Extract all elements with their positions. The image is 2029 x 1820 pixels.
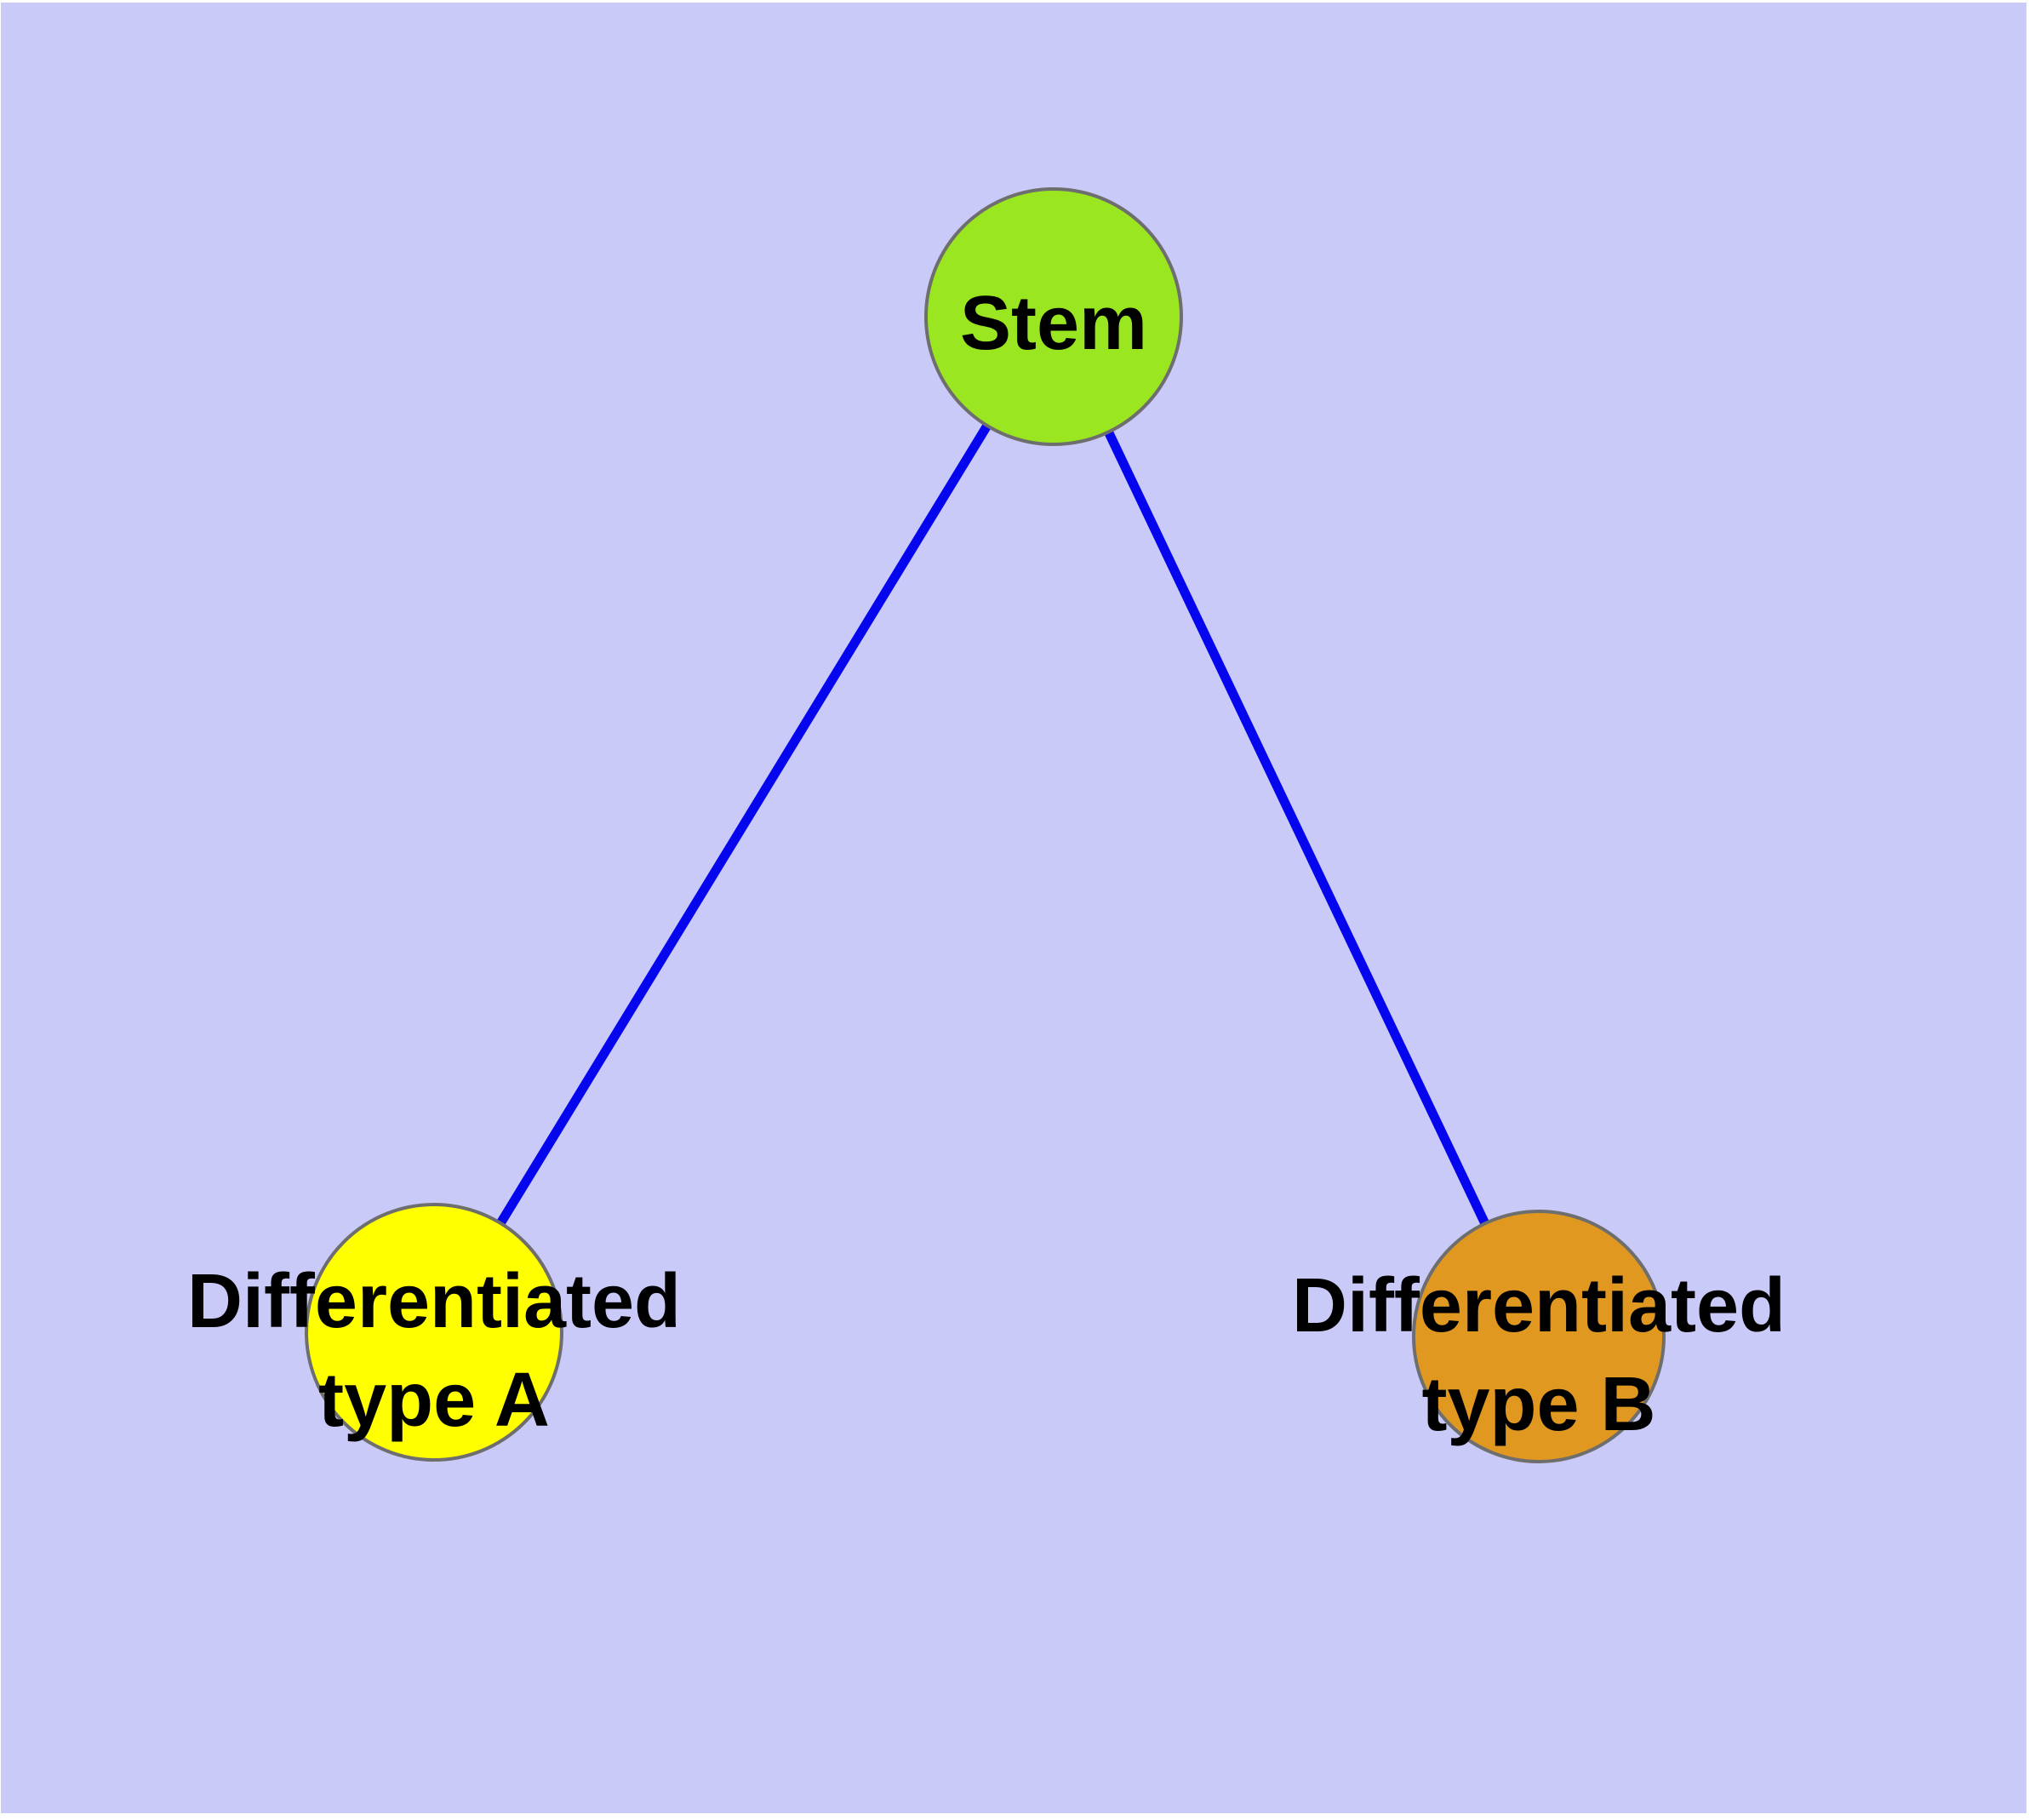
- node-circle-diff-a: [305, 1203, 563, 1462]
- edge-stem-diff-a: [430, 314, 1058, 1335]
- node-label-stem: Stem: [960, 281, 1147, 366]
- edge-stem-diff-b: [1049, 314, 1543, 1339]
- edges-layer: [430, 314, 1543, 1339]
- node-stem: Stem: [924, 187, 1183, 446]
- node-circle-diff-b: [1412, 1210, 1666, 1463]
- node-circle-stem: [924, 187, 1183, 446]
